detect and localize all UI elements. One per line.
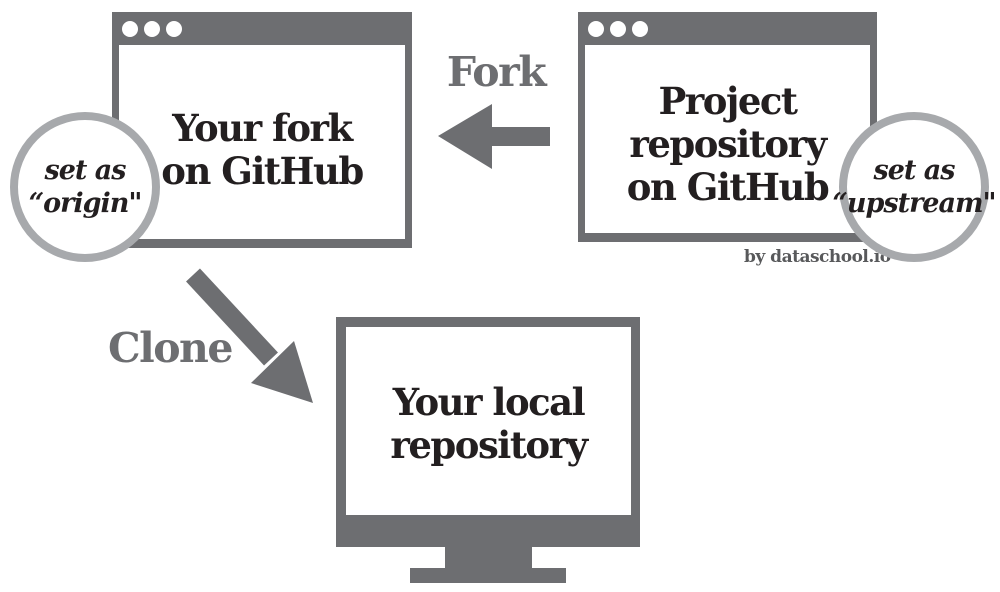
fork-arrow-label: Fork bbox=[446, 48, 547, 96]
window-dot-icon bbox=[588, 20, 604, 37]
local-repo-title-line2: repository bbox=[390, 423, 588, 467]
project-window-content: Project repository on GitHub bbox=[585, 45, 870, 233]
project-window: Project repository on GitHub bbox=[578, 12, 877, 242]
monitor-stand-base bbox=[410, 568, 566, 583]
fork-window-content: Your fork on GitHub bbox=[119, 45, 405, 239]
window-dot-icon bbox=[122, 20, 138, 37]
window-dot-icon bbox=[632, 20, 648, 37]
fork-arrow-icon bbox=[438, 104, 550, 169]
project-window-title-line1: Project bbox=[658, 78, 798, 123]
origin-badge-line2: “origin" bbox=[28, 188, 143, 219]
project-window-title-line2: repository bbox=[629, 121, 827, 166]
window-dot-icon bbox=[144, 20, 160, 37]
clone-arrow-label: Clone bbox=[108, 324, 233, 372]
credit-text: by dataschool.io bbox=[744, 247, 891, 267]
monitor-stand-neck bbox=[445, 547, 532, 568]
window-dot-icon bbox=[166, 20, 182, 37]
origin-badge-line1: set as bbox=[44, 155, 127, 186]
monitor: Your local repository bbox=[336, 317, 640, 547]
fork-window-titlebar bbox=[112, 12, 412, 45]
upstream-badge-line1: set as bbox=[873, 155, 956, 186]
monitor-screen: Your local repository bbox=[346, 327, 631, 515]
fork-window-title-line1: Your fork bbox=[172, 106, 353, 150]
upstream-badge: set as “upstream" bbox=[832, 112, 997, 262]
project-window-titlebar bbox=[578, 12, 877, 45]
fork-window-title-line2: on GitHub bbox=[161, 149, 364, 193]
upstream-badge-line2: “upstream" bbox=[832, 188, 996, 219]
local-repo-title-line1: Your local bbox=[392, 380, 586, 424]
window-dot-icon bbox=[610, 20, 626, 37]
origin-badge: set as “origin" bbox=[10, 112, 160, 262]
fork-window: Your fork on GitHub bbox=[112, 12, 412, 248]
project-window-title-line3: on GitHub bbox=[626, 164, 830, 209]
